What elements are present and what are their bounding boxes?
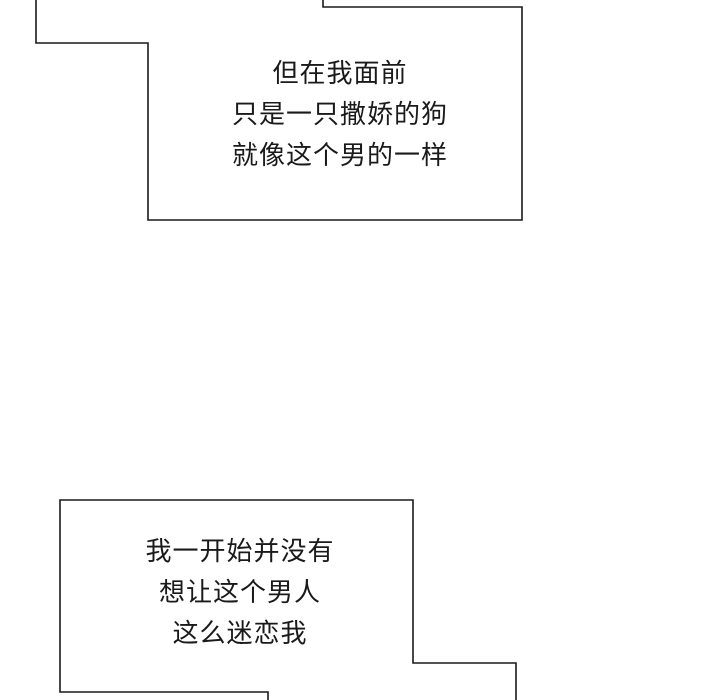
caption-box-top: 但在我面前 只是一只撒娇的狗 就像这个男的一样 bbox=[180, 54, 500, 177]
caption-box-bottom: 我一开始并没有 想让这个男人 这么迷恋我 bbox=[80, 532, 400, 655]
caption-line: 就像这个男的一样 bbox=[231, 141, 448, 171]
caption-line: 我一开始并没有 bbox=[145, 537, 335, 567]
caption-line: 这么迷恋我 bbox=[172, 619, 308, 649]
caption-box-top-outline bbox=[35, 0, 523, 221]
caption-line: 但在我面前 bbox=[272, 59, 408, 89]
caption-line: 只是一只撒娇的狗 bbox=[231, 100, 448, 130]
caption-box-bottom-outline bbox=[59, 499, 517, 700]
caption-line: 想让这个男人 bbox=[158, 578, 321, 608]
